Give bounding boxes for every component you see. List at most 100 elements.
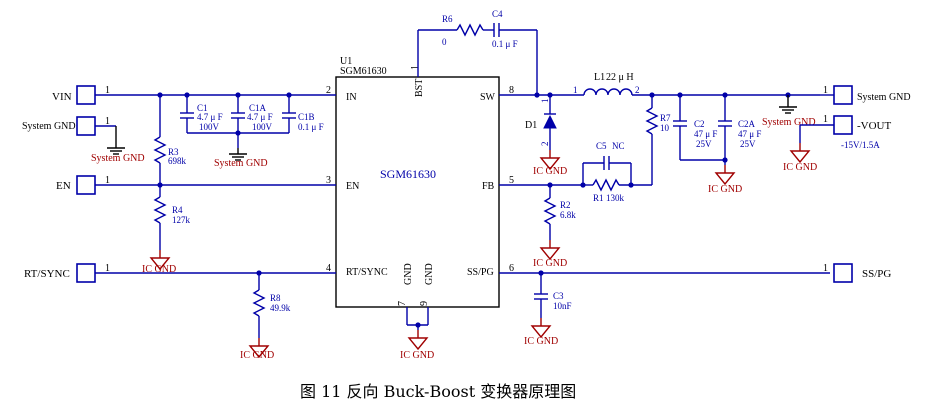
- svg-text:1: 1: [823, 85, 828, 96]
- r7-value: 10: [660, 123, 670, 133]
- r6-value: 0: [442, 37, 447, 47]
- resistor-r7: [645, 107, 659, 135]
- r4-ref: R4: [172, 205, 183, 215]
- port-sspg: SS/PG 1: [823, 263, 891, 283]
- pin-sw-label: SW: [480, 92, 496, 103]
- pin-gnd1-label: GND: [403, 263, 414, 285]
- svg-text:47 μ F: 47 μ F: [738, 129, 761, 139]
- r2-value: 6.8k: [560, 210, 576, 220]
- pin-en-label: EN: [346, 181, 359, 192]
- figure-caption: 图 11 反向 Buck-Boost 变换器原理图: [300, 382, 576, 401]
- svg-text:4.7 μ F: 4.7 μ F: [197, 112, 223, 122]
- port-vin: VIN 1: [52, 85, 110, 105]
- inductor-l1: [583, 88, 633, 96]
- svg-text:1: 1: [823, 114, 828, 125]
- l1-ref: L1: [594, 72, 605, 83]
- pin-fb-label: FB: [482, 181, 495, 192]
- r3-ref: R3: [168, 147, 179, 157]
- r6-ref: R6: [442, 14, 453, 24]
- svg-text:SS/PG: SS/PG: [862, 268, 891, 280]
- svg-text:C1B: C1B: [298, 112, 315, 122]
- l1-value: 22 μ H: [606, 72, 634, 83]
- c3-ref: C3: [553, 291, 564, 301]
- r7-ref: R7: [660, 113, 671, 123]
- ic-gnd-symbol-r2: [540, 239, 560, 260]
- r1-value: 130k: [606, 193, 625, 203]
- ic-gnd-r2-label: IC GND: [533, 258, 567, 269]
- chip-body: [335, 76, 500, 308]
- svg-text:C2A: C2A: [738, 119, 756, 129]
- resistor-r2: [543, 197, 557, 225]
- r2-ref: R2: [560, 200, 571, 210]
- r3-value: 698k: [168, 156, 187, 166]
- svg-text:1: 1: [823, 263, 828, 274]
- r8-value: 49.9k: [270, 303, 291, 313]
- r1-ref: R1: [593, 193, 604, 203]
- chip-part: SGM61630: [340, 66, 387, 77]
- ic-gnd-c3-label: IC GND: [524, 336, 558, 347]
- pin-num-gnd2: 9: [419, 301, 430, 306]
- sys-gnd-input-label: System GND: [214, 158, 268, 169]
- svg-text:System GND: System GND: [857, 92, 911, 103]
- svg-text:1: 1: [540, 99, 550, 104]
- chip-ref: U1: [340, 56, 352, 67]
- port-sysgnd-right: System GND 1: [823, 85, 911, 105]
- svg-text:C1: C1: [197, 103, 208, 113]
- pin-num-rt: 4: [326, 263, 331, 274]
- svg-text:25V: 25V: [696, 139, 712, 149]
- svg-text:1: 1: [105, 175, 110, 186]
- pin-sspg-label: SS/PG: [467, 267, 494, 278]
- l1-pin2: 2: [635, 85, 640, 95]
- svg-text:100V: 100V: [252, 122, 273, 132]
- resistor-r3: [153, 136, 167, 164]
- svg-text:-15V/1.5A: -15V/1.5A: [841, 140, 880, 150]
- svg-text:1: 1: [105, 263, 110, 274]
- pin-num-sspg: 6: [509, 263, 514, 274]
- cap-c1a: C1A 4.7 μ F 100V: [231, 95, 273, 133]
- svg-text:1: 1: [105, 116, 110, 127]
- resistor-r1: [592, 178, 620, 192]
- ic-gnd-out-label: IC GND: [708, 184, 742, 195]
- l1-pin1: 1: [573, 85, 578, 95]
- svg-text:System GND: System GND: [22, 121, 76, 132]
- cap-c1b: C1B 0.1 μ F: [282, 95, 324, 133]
- svg-text:2: 2: [540, 142, 550, 147]
- svg-text:VIN: VIN: [52, 91, 72, 103]
- ic-gnd-symbol-out: [715, 164, 735, 185]
- ic-gnd-symbol-chip: [408, 329, 428, 350]
- sys-gnd-symbol-right: [778, 100, 798, 114]
- svg-text:1: 1: [105, 85, 110, 96]
- c5-ref: C5: [596, 141, 607, 151]
- pin-num-in: 2: [326, 85, 331, 96]
- svg-text:25V: 25V: [740, 139, 756, 149]
- r4-value: 127k: [172, 215, 191, 225]
- svg-text:RT/SYNC: RT/SYNC: [24, 268, 70, 280]
- sys-gnd-right-label: System GND: [762, 117, 816, 128]
- svg-text:0.1 μ F: 0.1 μ F: [298, 122, 324, 132]
- c5-value: NC: [612, 141, 625, 151]
- pin-gnd2-label: GND: [424, 263, 435, 285]
- pin-num-bst: 1: [410, 65, 421, 70]
- svg-text:D1: D1: [525, 120, 537, 131]
- cap-c1: C1 4.7 μ F 100V: [180, 95, 223, 133]
- chip-body-label: SGM61630: [380, 167, 436, 181]
- pin-bst-label: BST: [414, 79, 425, 97]
- resistor-r4: [153, 196, 167, 224]
- c4-value: 0.1 μ F: [492, 39, 518, 49]
- ic-gnd-chip-label: IC GND: [400, 350, 434, 361]
- ic-gnd-vout-label: IC GND: [783, 162, 817, 173]
- ic-gnd-r4-label: IC GND: [142, 264, 176, 275]
- r8-ref: R8: [270, 293, 281, 303]
- svg-text:100V: 100V: [199, 122, 220, 132]
- port-vout: -VOUT 1 -15V/1.5A: [823, 114, 891, 150]
- ic-gnd-d1-label: IC GND: [533, 166, 567, 177]
- svg-text:C2: C2: [694, 119, 705, 129]
- port-rtsync: RT/SYNC 1: [24, 263, 110, 283]
- pin-in-label: IN: [346, 92, 357, 103]
- resistor-r6: [456, 23, 484, 37]
- c4-ref: C4: [492, 9, 503, 19]
- pin-num-gnd1: 7: [397, 301, 408, 306]
- ic-gnd-symbol-vout: [790, 142, 810, 163]
- resistor-r8: [252, 289, 266, 317]
